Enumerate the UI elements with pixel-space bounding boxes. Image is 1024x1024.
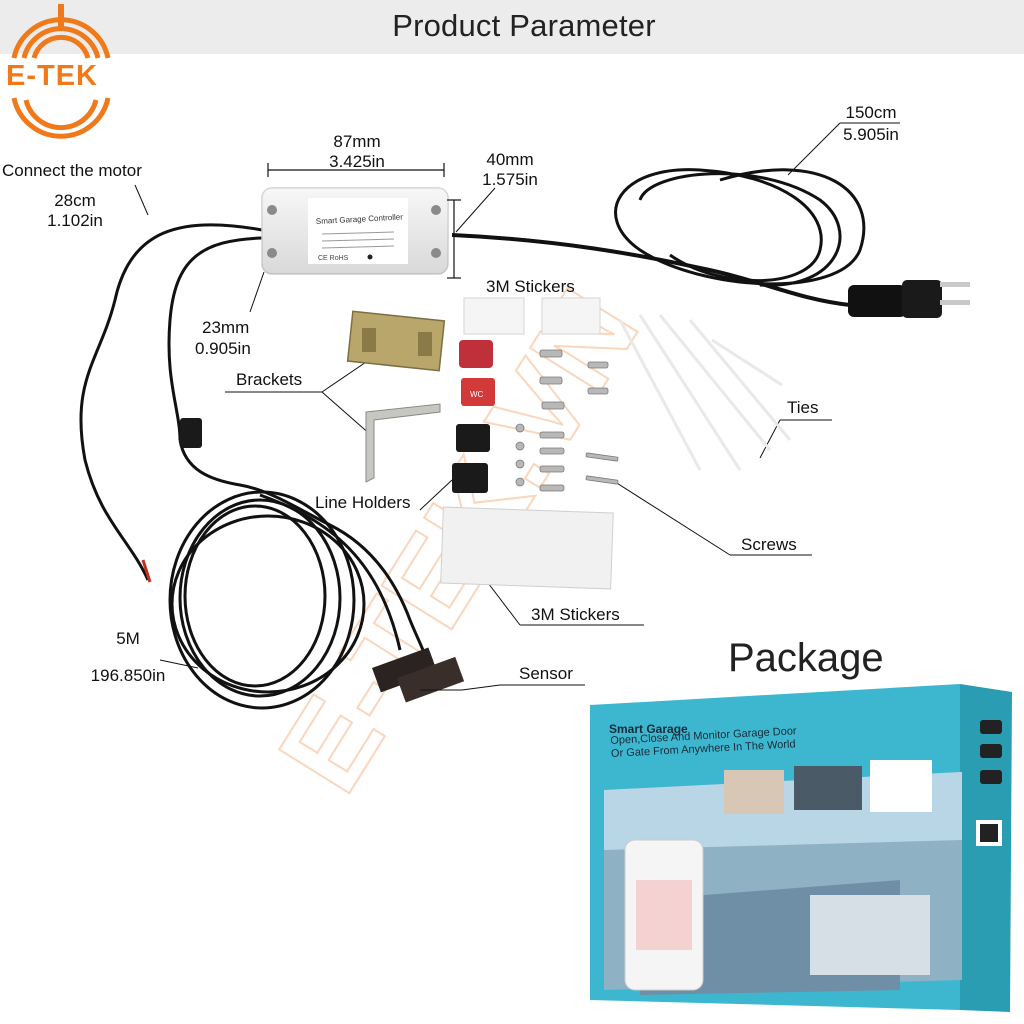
logo-text: E-TEK xyxy=(6,60,98,92)
power-plug-icon xyxy=(848,280,970,318)
sensor-cable-coil xyxy=(168,490,356,710)
red-clip-icon xyxy=(459,340,493,368)
svg-text:WC: WC xyxy=(470,390,484,399)
sensor-magnet-icon xyxy=(372,647,465,703)
label-screws: Screws xyxy=(741,535,797,554)
line-holder-icon xyxy=(456,424,490,452)
label-stickers-bottom: 3M Stickers xyxy=(531,605,620,624)
cable-ties-icon xyxy=(618,314,792,471)
screws-group xyxy=(515,349,619,492)
bracket-flat-icon xyxy=(346,310,446,372)
label-connect-motor: Connect the motor xyxy=(2,161,142,180)
label-height-in: 1.575in xyxy=(482,170,538,189)
label-width-mm: 87mm xyxy=(333,132,381,151)
sticker-pad-icon xyxy=(541,297,601,335)
page-title: Product Parameter xyxy=(392,8,656,43)
sticker-sheet-icon xyxy=(440,506,614,590)
label-depth-mm: 23mm xyxy=(202,318,250,337)
label-ties: Ties xyxy=(787,398,819,417)
motor-wire xyxy=(79,223,263,581)
label-sensor-in: 196.850in xyxy=(90,666,166,685)
label-motor-cm: 28cm xyxy=(54,191,96,210)
label-depth-in: 0.905in xyxy=(195,339,251,358)
label-cable-cm: 150cm xyxy=(845,103,897,122)
label-sensor-length: 5M xyxy=(116,629,140,648)
label-motor-in: 1.102in xyxy=(47,211,103,230)
motor-wire-2 xyxy=(167,236,263,441)
power-cable-coil xyxy=(614,168,866,286)
etek-logo: E-TEK xyxy=(0,0,118,145)
power-cable-coil-2 xyxy=(638,172,842,287)
box-brand: Smart Garage xyxy=(609,722,688,736)
sticker-pad-icon xyxy=(463,297,525,335)
label-sensor: Sensor xyxy=(519,664,573,683)
bracket-angle-icon xyxy=(365,403,441,483)
wire-connector-icon xyxy=(180,418,202,448)
label-height-mm: 40mm xyxy=(486,150,534,169)
red-clip-icon xyxy=(461,378,495,406)
header-bar xyxy=(0,0,1024,54)
label-stickers-top: 3M Stickers xyxy=(486,277,575,296)
label-line-holders: Line Holders xyxy=(315,493,411,512)
label-width-in: 3.425in xyxy=(329,152,385,171)
label-cable-in: 5.905in xyxy=(843,125,899,144)
controller-box: Smart Garage Controller CE RoHS xyxy=(261,187,449,275)
controller-ce: CE RoHS xyxy=(318,255,349,262)
line-holder-icon xyxy=(452,463,488,493)
package-box xyxy=(590,684,1012,1012)
package-title: Package xyxy=(728,636,884,680)
logo-arc-icon xyxy=(11,4,111,139)
label-brackets: Brackets xyxy=(236,370,303,389)
